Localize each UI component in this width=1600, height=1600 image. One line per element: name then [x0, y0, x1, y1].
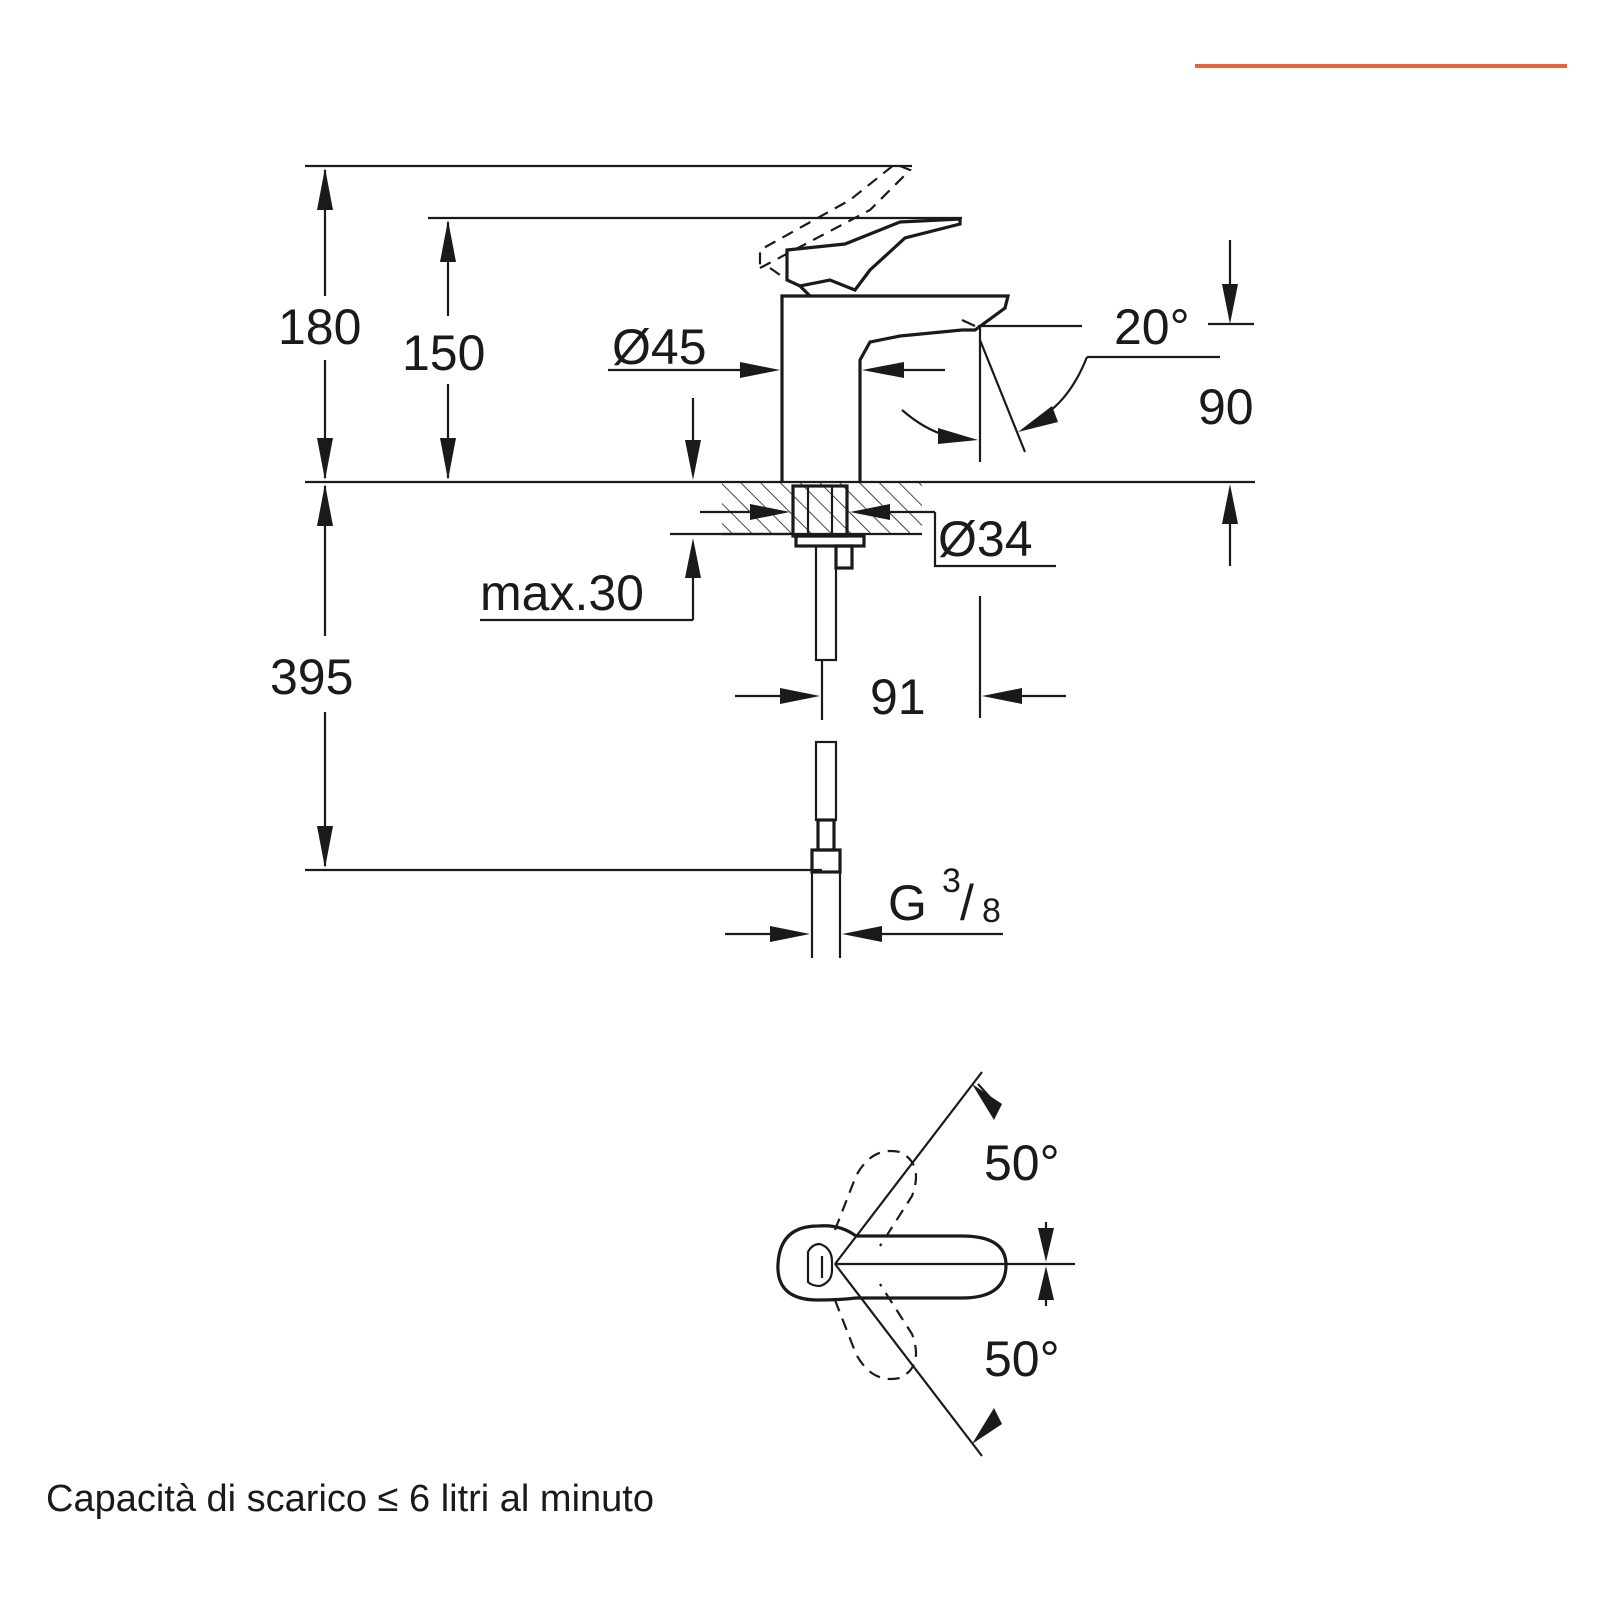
angle-small-arrow — [938, 428, 978, 444]
lever-top-view — [776, 1224, 1008, 1302]
label-diameter-34: Ø34 — [938, 511, 1033, 567]
max-30-arrow-up — [685, 538, 701, 578]
label-180: 180 — [278, 299, 361, 355]
aerator-tip — [961, 319, 976, 327]
mount-threaded-rod — [834, 544, 854, 570]
dim-395-arrow-up — [317, 484, 333, 526]
flow-rate-caption: Capacità di scarico ≤ 6 litri al minuto — [46, 1478, 654, 1520]
label-diameter-45: Ø45 — [612, 319, 707, 375]
dim-91-arrow-right — [982, 688, 1022, 704]
label-91: 91 — [870, 669, 926, 725]
dim-g-arrow-right — [842, 926, 882, 942]
top-view: 50° 50° — [776, 1071, 1075, 1457]
angle-20-arrow — [1018, 406, 1058, 432]
dim-91-arrow-left — [780, 688, 820, 704]
dim-34-leader — [933, 512, 1056, 568]
lever-left-position-dashed — [833, 1149, 918, 1247]
angle-50-bottom-ray — [834, 1263, 983, 1457]
spout-angled-line — [978, 339, 1027, 453]
label-max-30: max.30 — [480, 565, 644, 621]
dim-180-arrow-up — [317, 168, 333, 210]
accent-bar — [1195, 64, 1567, 68]
side-view: 180 150 Ø45 20° 90 Ø34 max.30 395 91 G 3… — [270, 162, 1255, 958]
lever-neck — [798, 284, 812, 298]
label-connection-numerator: 3 — [942, 862, 961, 900]
dim-34-arrow-left — [750, 504, 790, 520]
label-395: 395 — [270, 649, 353, 705]
lever-indicator — [806, 1242, 834, 1288]
label-angle-50-bottom: 50° — [984, 1331, 1060, 1387]
label-connection-denominator: 8 — [982, 892, 1001, 930]
label-angle-50-top: 50° — [984, 1135, 1060, 1191]
dim-90-arrow-down — [1222, 284, 1238, 324]
faucet-body — [780, 294, 1011, 482]
angle-50-top-ray — [834, 1071, 983, 1265]
dim-34-arrow-right — [850, 504, 890, 520]
hose-lower — [814, 740, 838, 822]
lever-right-position-dashed — [833, 1283, 918, 1381]
angle-20-arc — [1039, 356, 1089, 419]
dim-150-arrow-up — [440, 220, 456, 262]
dim-45-arrow-left — [740, 362, 780, 378]
dim-150-arrow-down — [440, 438, 456, 480]
mount-washer — [794, 534, 866, 548]
dim-395-arrow-down — [317, 826, 333, 868]
angle-50-top-arrow — [972, 1084, 1002, 1120]
hose-nut — [810, 848, 842, 874]
hose-upper — [814, 544, 838, 662]
label-90: 90 — [1198, 379, 1254, 435]
body-height-arrow — [685, 440, 701, 480]
dim-90-arrow-up — [1222, 484, 1238, 524]
dim-g-arrow-left — [770, 926, 810, 942]
hose-crimp — [816, 818, 836, 852]
lever-raised-dashed — [758, 162, 912, 270]
angle-50-bottom-arrow — [972, 1408, 1002, 1444]
label-connection-slash: / — [960, 875, 974, 931]
label-150: 150 — [402, 325, 485, 381]
label-connection-g: G — [888, 875, 927, 931]
angle-50-bottom-axis-arrow — [1038, 1266, 1054, 1300]
angle-50-top-axis-arrow — [1038, 1228, 1054, 1262]
dim-45-arrow-right — [862, 362, 904, 378]
lever — [785, 217, 962, 292]
dim-180-arrow-down — [317, 438, 333, 480]
label-angle-20: 20° — [1114, 299, 1190, 355]
